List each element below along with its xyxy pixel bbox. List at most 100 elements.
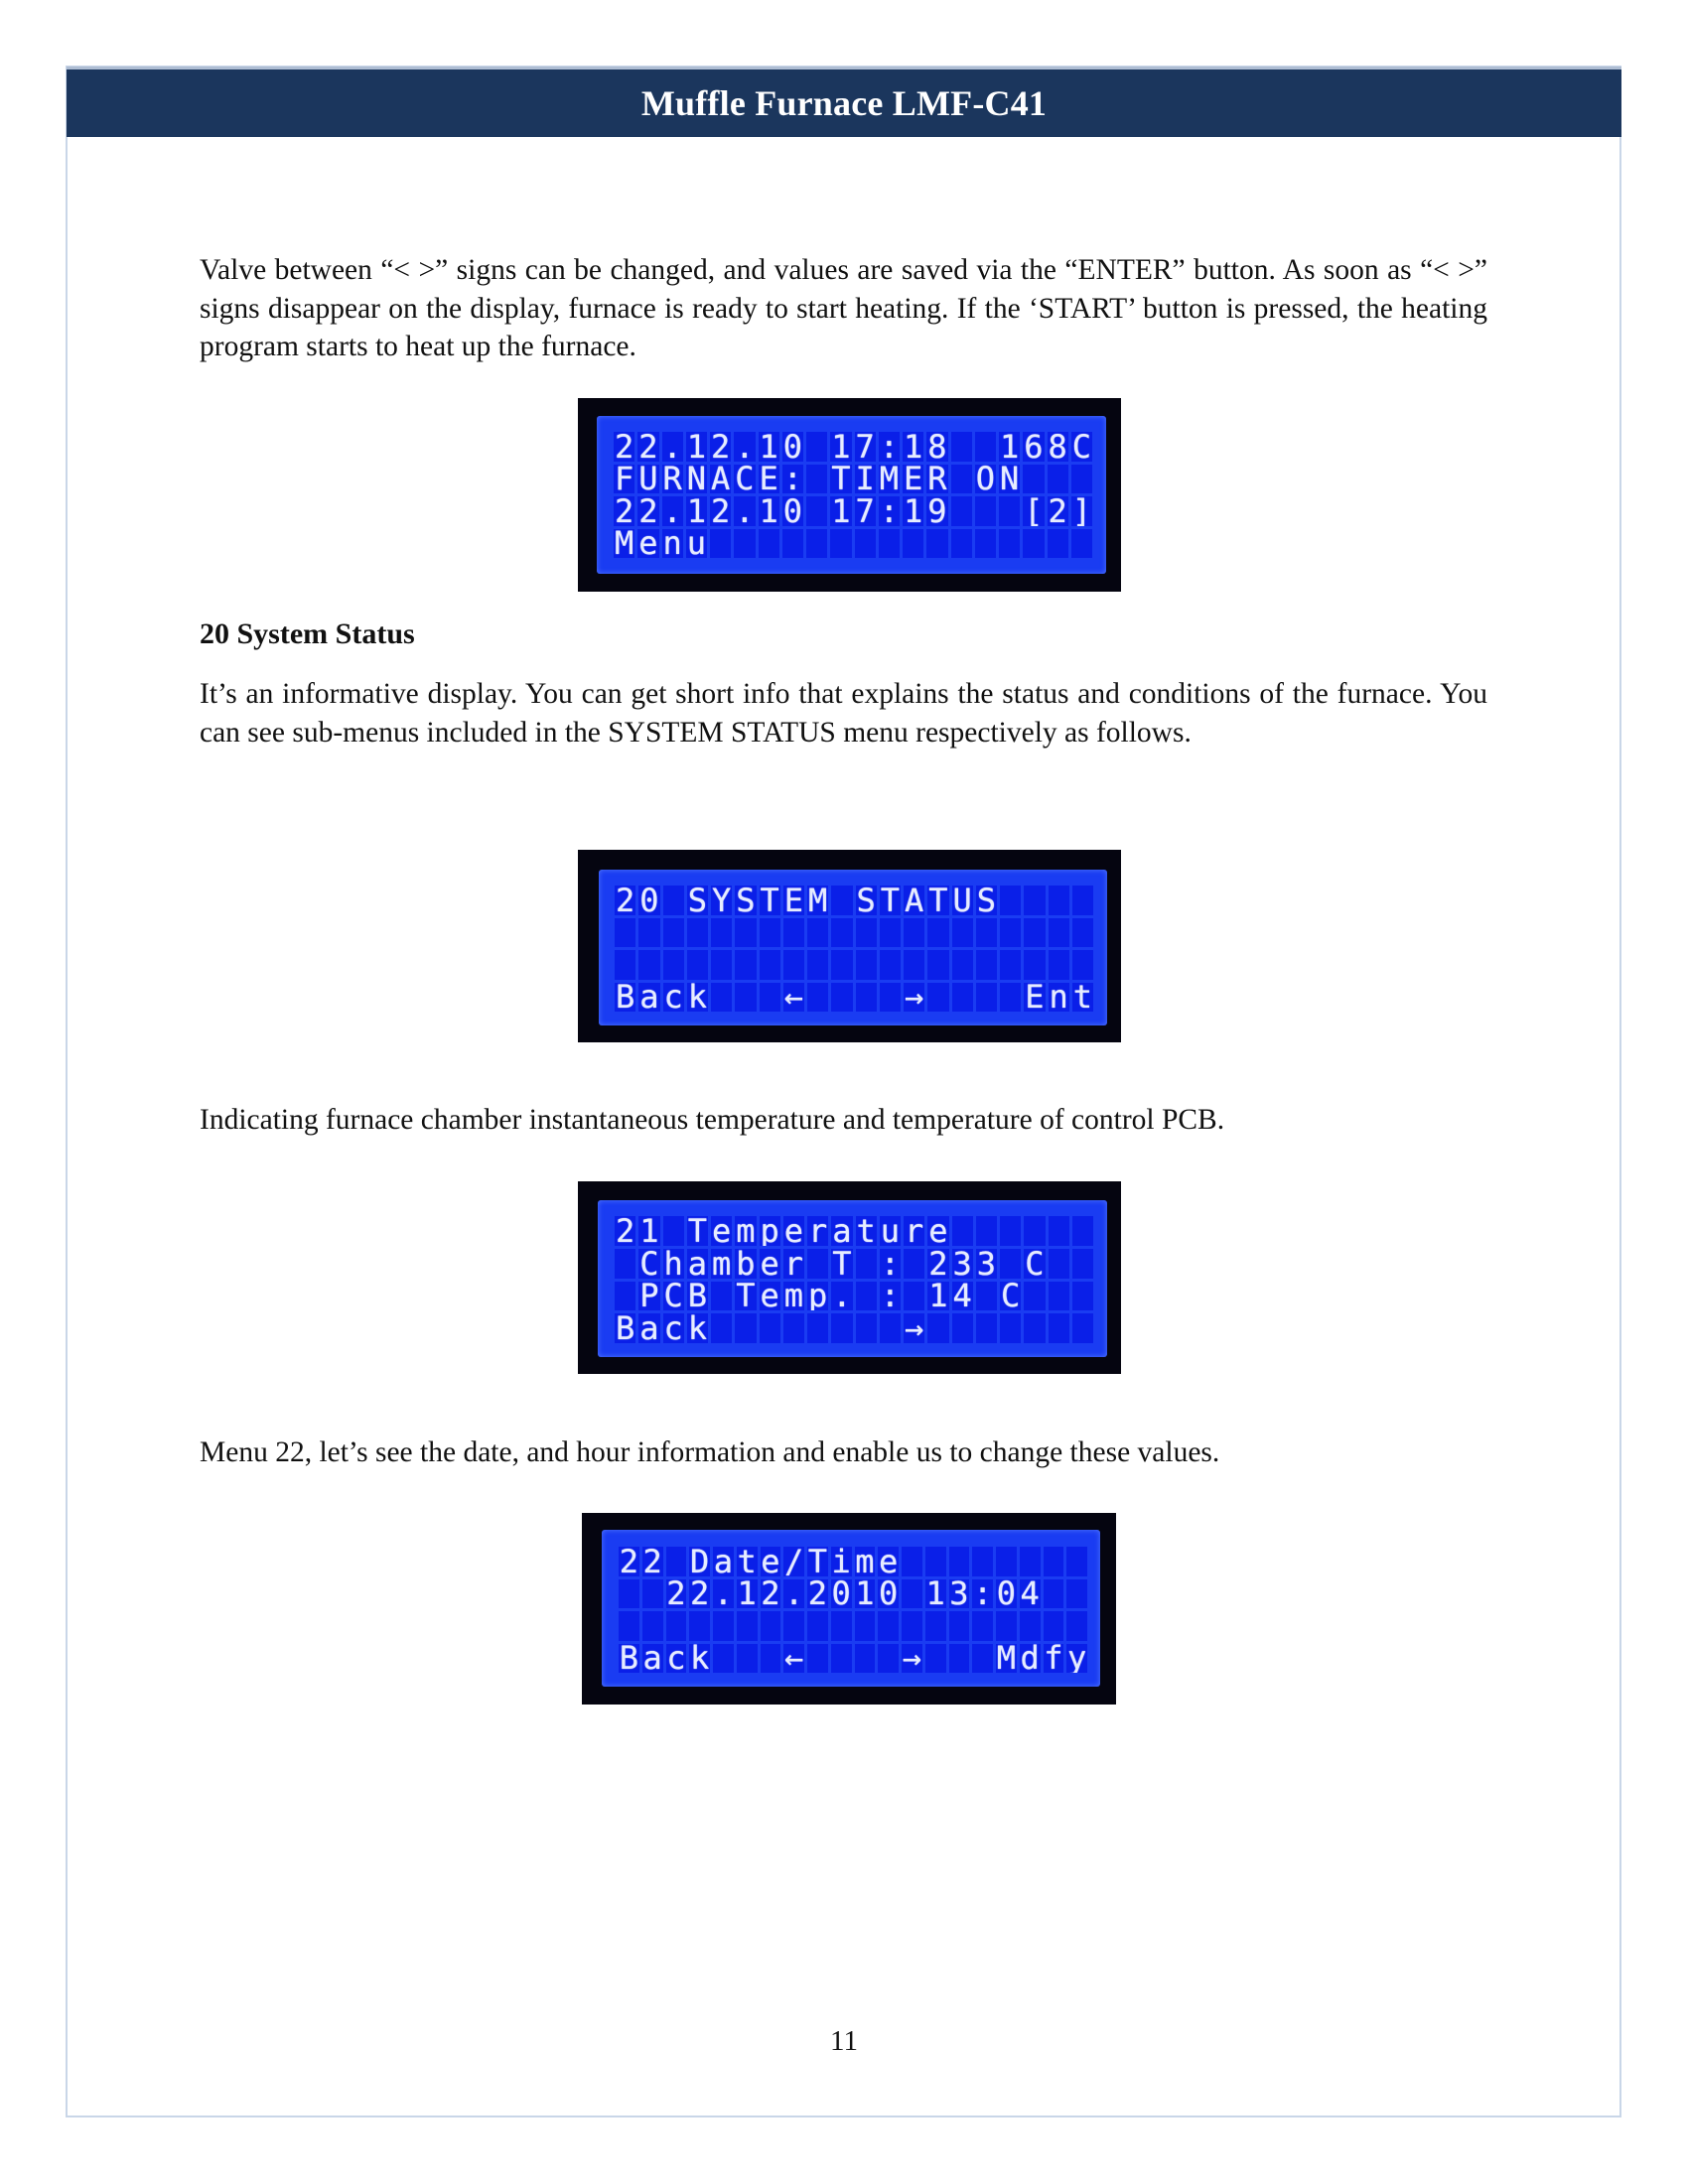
lcd-cell: e: [711, 1216, 733, 1246]
lcd-cell: [951, 1216, 973, 1246]
lcd-cell: 0: [781, 432, 803, 462]
lcd-cell: [1047, 528, 1068, 558]
lcd-cell: [974, 528, 996, 558]
lcd-cell: 2: [927, 1248, 949, 1279]
datetime-paragraph: Menu 22, let’s see the date, and hour in…: [200, 1436, 1220, 1468]
lcd-cell: [904, 1281, 925, 1311]
lcd-cell: [781, 528, 803, 558]
lcd-cell: e: [927, 1216, 949, 1246]
lcd-cell: [735, 950, 757, 980]
lcd-cell: [1066, 1578, 1087, 1608]
lcd-cell: O: [974, 464, 996, 493]
lcd-cell: B: [615, 1313, 636, 1343]
lcd-cell: →: [904, 982, 925, 1012]
lcd-cell: [1000, 1248, 1022, 1279]
lcd-cell: d: [1019, 1643, 1041, 1673]
lcd-cell: E: [1024, 982, 1046, 1012]
lcd-cell: A: [710, 464, 732, 493]
lcd-cell: 2: [637, 496, 659, 526]
lcd-cell: 9: [926, 496, 948, 526]
lcd-cell: [1048, 1281, 1069, 1311]
lcd-cell: →: [902, 1643, 922, 1673]
lcd-cell: 2: [710, 432, 732, 462]
lcd-cell: u: [879, 1216, 901, 1246]
lcd-cell: ]: [1070, 496, 1092, 526]
lcd-cell: I: [854, 464, 876, 493]
lcd-cell: [1070, 464, 1092, 493]
lcd-cell: [1000, 1216, 1022, 1246]
lcd-cell: [975, 1216, 997, 1246]
lcd-cell: e: [760, 1547, 781, 1576]
lcd-cell: 8: [1047, 432, 1068, 462]
lcd-cell: [948, 1611, 970, 1641]
lcd-cell: [950, 432, 972, 462]
lcd-cell: 4: [951, 1281, 973, 1311]
lcd-cell: 2: [1047, 496, 1068, 526]
lcd-cell: [854, 1643, 876, 1673]
lcd-cell: [924, 1643, 946, 1673]
lcd-cell: [950, 496, 972, 526]
lcd-cell: 0: [830, 1578, 852, 1608]
lcd-cell: [904, 917, 925, 947]
lcd-cell: [662, 1216, 684, 1246]
lcd-cell: p: [759, 1216, 780, 1246]
lcd-cell: [1024, 1216, 1046, 1246]
lcd-cell: [641, 1578, 663, 1608]
lcd-cell: 6: [1023, 432, 1045, 462]
lcd-cell: [1048, 917, 1069, 947]
lcd-cell: [782, 917, 804, 947]
lcd-cell: [972, 1611, 993, 1641]
lcd-cell: .: [713, 1578, 734, 1608]
lcd-cell: [686, 950, 708, 980]
lcd-cell: [951, 917, 973, 947]
lcd-cell: A: [904, 886, 925, 915]
lcd-cell: [1066, 1611, 1087, 1641]
lcd-cell: .: [734, 496, 756, 526]
lcd-cell: [904, 1248, 925, 1279]
lcd-cell: t: [1071, 982, 1093, 1012]
lcd-cell: i: [830, 1547, 852, 1576]
lcd-cell: 1: [924, 1578, 946, 1608]
lcd-cell: [830, 1611, 852, 1641]
lcd-cell: b: [735, 1248, 757, 1279]
lcd-cell: [854, 528, 876, 558]
lcd-cell: [1024, 917, 1046, 947]
lcd-cell: [924, 1611, 946, 1641]
lcd-cell: [1043, 1547, 1064, 1576]
lcd-cell: 2: [614, 432, 635, 462]
lcd-cell: [878, 528, 900, 558]
lcd-cell: 4: [1019, 1578, 1041, 1608]
lcd-cell: [1048, 950, 1069, 980]
lcd-cell: [903, 528, 924, 558]
lcd-cell: e: [782, 1216, 804, 1246]
lcd-cell: [879, 1313, 901, 1343]
section-heading-system-status: 20 System Status: [200, 617, 415, 650]
page-number: 11: [830, 2025, 858, 2057]
lcd-cell: T: [759, 886, 780, 915]
lcd-cell: [807, 1313, 829, 1343]
lcd-cell: [950, 464, 972, 493]
lcd-cell: [619, 1611, 639, 1641]
lcd-cell: M: [807, 886, 829, 915]
lcd-cell: [711, 917, 733, 947]
lcd-cell: [619, 1578, 639, 1608]
lcd-cell: S: [686, 886, 708, 915]
lcd-cell: [855, 917, 877, 947]
lcd-cell: P: [638, 1281, 660, 1311]
lcd-cell: [806, 464, 828, 493]
lcd-cell: [855, 982, 877, 1012]
lcd-cell: :: [879, 1281, 901, 1311]
lcd-cell: 2: [760, 1578, 781, 1608]
lcd-cell: a: [713, 1547, 734, 1576]
lcd-cell: [926, 528, 948, 558]
lcd-cell: [948, 1643, 970, 1673]
lcd-cell: 1: [758, 432, 779, 462]
lcd-cell: [1070, 528, 1092, 558]
document-header: Muffle Furnace LMF-C41: [67, 67, 1621, 137]
lcd-cell: [879, 917, 901, 947]
lcd-cell: [782, 1313, 804, 1343]
lcd-cell: [1024, 1313, 1046, 1343]
lcd-cell: [807, 1611, 828, 1641]
